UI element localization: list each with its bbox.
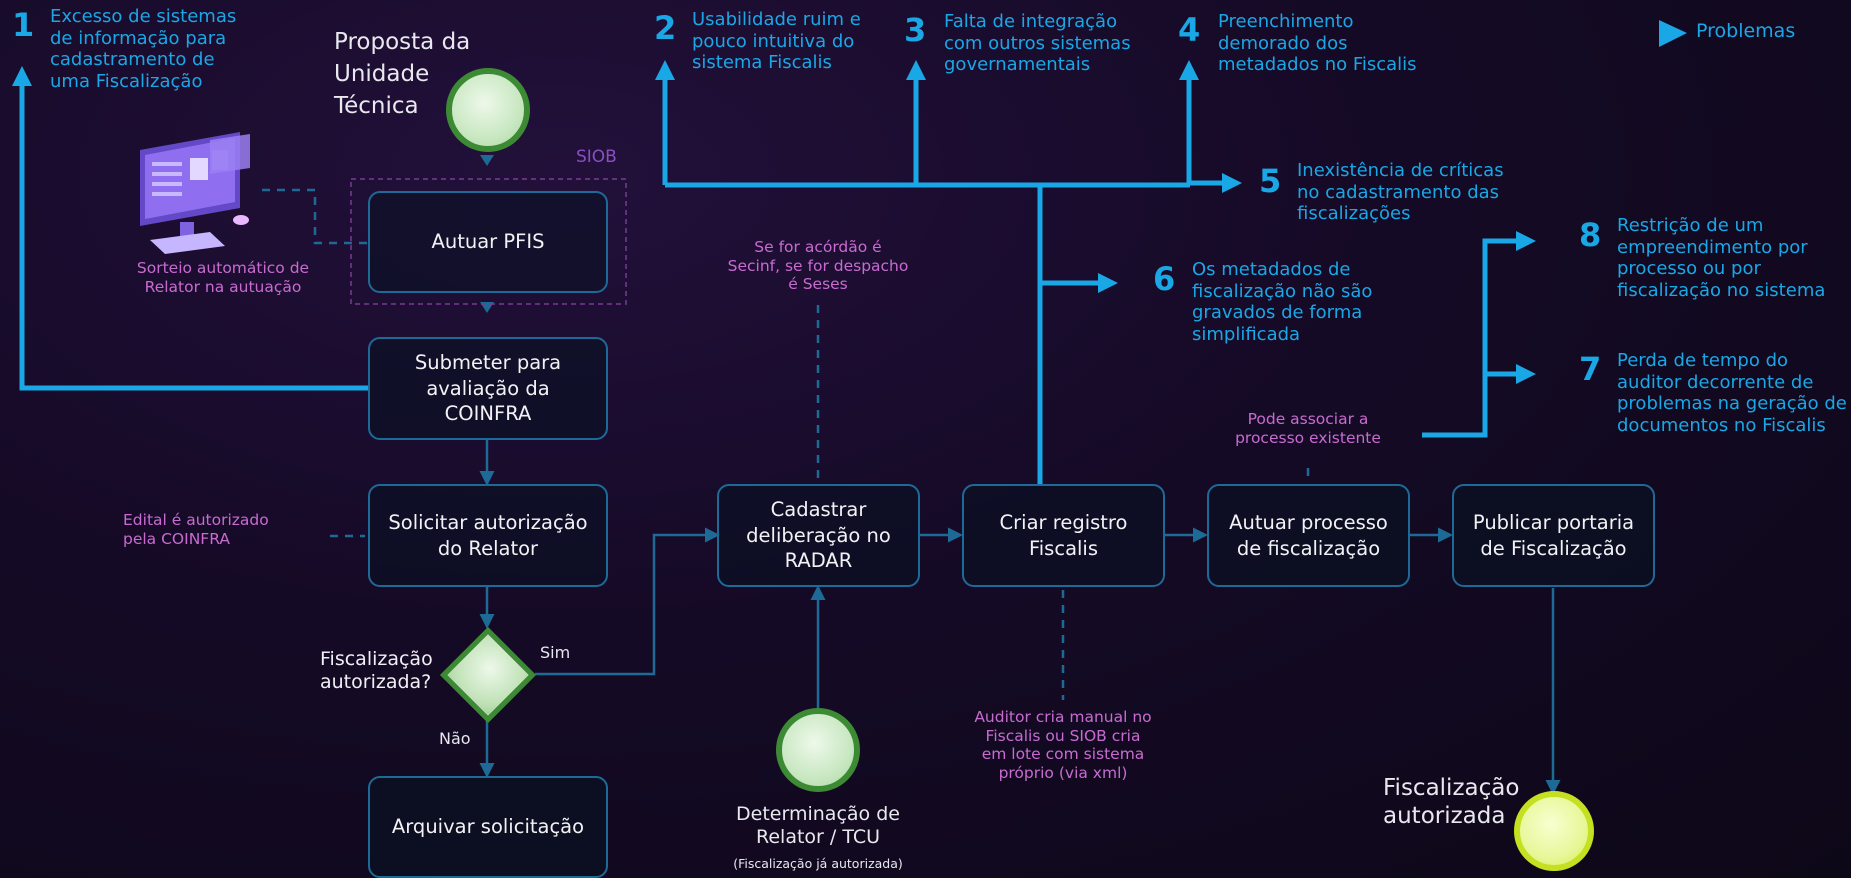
problem-arrows <box>12 60 1536 484</box>
association-lines <box>262 188 1310 700</box>
task-arquivar-solicitacao: Arquivar solicitação <box>368 776 608 878</box>
gateway-yes-label: Sim <box>540 643 571 662</box>
problem-arrow-1 <box>12 66 368 391</box>
task-autuar-processo: Autuar processo de fiscalização <box>1207 484 1410 587</box>
second-start-event <box>776 708 860 792</box>
siob-frame <box>350 178 627 305</box>
problem-8-number: 8 <box>1579 216 1602 254</box>
task-cadastrar-radar: Cadastrar deliberação no RADAR <box>717 484 920 587</box>
problem-5-number: 5 <box>1259 162 1282 200</box>
problem-2-number: 2 <box>654 9 677 47</box>
legend-label: Problemas <box>1696 20 1796 42</box>
problem-3-number: 3 <box>904 11 927 49</box>
problem-6-number: 6 <box>1153 260 1176 298</box>
second-start-sublabel: (Fiscalização já autorizada) <box>733 856 903 871</box>
annotation-acordao: Se for acórdão é Secinf, se for despacho… <box>727 238 909 294</box>
problem-2-text: Usabilidade ruim e pouco intuitiva do si… <box>692 9 861 74</box>
problem-1-number: 1 <box>12 6 35 44</box>
problem-7-text: Perda de tempo do auditor decorrente de … <box>1617 350 1847 436</box>
annotation-associar: Pode associar a processo existente <box>1235 410 1381 447</box>
problem-arrow-8 <box>1422 231 1536 438</box>
problem-8-text: Restrição de um empreendimento por proce… <box>1617 215 1826 301</box>
start-event-label: Proposta da Unidade Técnica <box>334 29 471 120</box>
problem-4-text: Preenchimento demorado dos metadados no … <box>1218 11 1417 76</box>
gateway-label: Fiscalização autorizada? <box>320 648 433 693</box>
task-criar-registro-fiscalis: Criar registro Fiscalis <box>962 484 1165 587</box>
problem-6-text: Os metadados de fiscalização não são gra… <box>1192 259 1373 345</box>
problem-5-text: Inexistência de críticas no cadastrament… <box>1297 160 1504 225</box>
start-event <box>446 68 530 152</box>
gateway-no-label: Não <box>439 729 471 748</box>
second-start-label: Determinação de Relator / TCU <box>736 803 900 848</box>
task-solicitar-autorizacao: Solicitar autorização do Relator <box>368 484 608 587</box>
task-autuar-pfis: Autuar PFIS <box>368 191 608 293</box>
task-submeter-coinfra: Submeter para avaliação da COINFRA <box>368 337 608 440</box>
problem-1-text: Excesso de sistemas de informação para c… <box>50 6 237 92</box>
end-event <box>1514 791 1594 871</box>
siob-label: SIOB <box>576 147 617 167</box>
annotation-edital: Edital é autorizado pela COINFRA <box>123 511 269 548</box>
annotation-auditor: Auditor cria manual no Fiscalis ou SIOB … <box>974 708 1152 782</box>
process-connectors <box>479 440 1561 795</box>
annotation-sorteio: Sorteio automático de Relator na autuaçã… <box>136 259 310 296</box>
problem-7-number: 7 <box>1579 350 1602 388</box>
problem-4-number: 4 <box>1178 11 1201 49</box>
problem-3-text: Falta de integração com outros sistemas … <box>944 11 1131 76</box>
task-publicar-portaria: Publicar portaria de Fiscalização <box>1452 484 1655 587</box>
legend-arrow-icon <box>1659 20 1687 47</box>
end-event-label: Fiscalização autorizada <box>1383 775 1520 829</box>
computer-icon <box>140 132 250 254</box>
